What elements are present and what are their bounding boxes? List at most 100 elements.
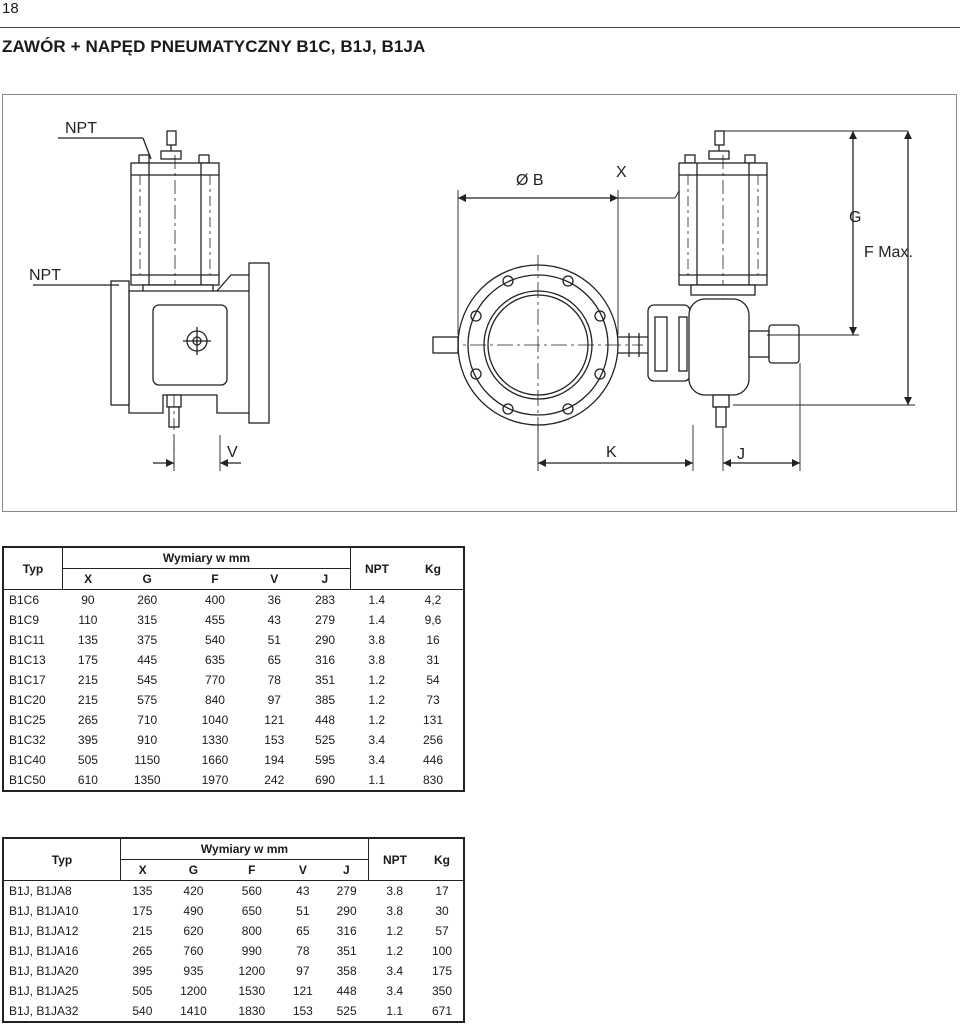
front-view — [432, 130, 915, 471]
technical-drawing: NPT NPT Ø B X G F Max. V K J — [2, 94, 957, 512]
table-cell: 525 — [315, 733, 336, 747]
table-cell: 620 — [183, 924, 204, 938]
table-cell: 265 — [77, 713, 98, 727]
table-cell: 448 — [336, 984, 357, 998]
table-cell: 770 — [204, 673, 225, 687]
cell-typ: B1J, B1JA25 — [9, 984, 79, 998]
cell-typ: B1J, B1JA12 — [9, 924, 79, 938]
table-cell: 175 — [132, 904, 153, 918]
cell-typ: B1C25 — [9, 713, 46, 727]
table-cell: 110 — [78, 613, 98, 627]
table-cell: 315 — [137, 613, 158, 627]
table-cell: 760 — [183, 944, 204, 958]
table-cell: 420 — [183, 884, 204, 898]
table-cell: 97 — [296, 964, 310, 978]
table-cell: 131 — [422, 713, 444, 727]
table-cell: 43 — [296, 884, 310, 898]
table-cell: 1.4 — [368, 613, 386, 627]
flange-bolt-holes — [470, 275, 606, 415]
header-dim-g: G — [113, 568, 182, 590]
cell-typ: B1J, B1JA10 — [9, 904, 79, 918]
header-group: Wymiary w mm — [120, 838, 369, 860]
cell-typ: B1J, B1JA16 — [9, 944, 79, 958]
table-cell: 215 — [77, 693, 98, 707]
table-cell: 3.4 — [386, 984, 404, 998]
table-cell: 1970 — [201, 773, 229, 787]
table-cell: 448 — [315, 713, 336, 727]
table-cell: 1200 — [238, 964, 266, 978]
table-cell: 3.8 — [368, 653, 386, 667]
table-cell: 175 — [431, 964, 453, 978]
cell-typ: B1C20 — [9, 693, 46, 707]
table-cell: 351 — [315, 673, 336, 687]
header-dim-f: F — [181, 568, 249, 590]
table-cell: 351 — [336, 944, 357, 958]
table-cell: 16 — [426, 633, 440, 647]
table-cell: 1.4 — [368, 593, 386, 607]
cell-typ: B1C9 — [9, 613, 40, 627]
table-cell: 121 — [292, 984, 313, 998]
table-cell: 1.2 — [386, 924, 404, 938]
header-dim-x: X — [62, 568, 114, 590]
table-cell: 1.1 — [368, 773, 386, 787]
table-cell: 316 — [336, 924, 357, 938]
cell-typ: B1C11 — [9, 633, 45, 647]
table-cell: 283 — [315, 593, 336, 607]
table-cell: 54 — [426, 673, 440, 687]
table-cell: 215 — [132, 924, 153, 938]
label-v: V — [227, 444, 238, 461]
header-rule — [0, 27, 960, 28]
table-cell: 97 — [267, 693, 281, 707]
table-cell: 153 — [264, 733, 285, 747]
header-typ: Typ — [3, 838, 121, 881]
cell-typ: B1C6 — [9, 593, 40, 607]
table-cell: 595 — [315, 753, 336, 767]
table-cell: 1.2 — [368, 673, 386, 687]
table-cell: 840 — [204, 693, 225, 707]
table-cell: 153 — [292, 1004, 313, 1018]
cell-typ: B1C13 — [9, 653, 46, 667]
table-cell: 175 — [77, 653, 98, 667]
table-cell: 1.2 — [368, 713, 386, 727]
label-k: K — [606, 444, 617, 461]
header-npt: NPT — [350, 547, 403, 590]
label-npt-left: NPT — [29, 267, 61, 284]
table-cell: 31 — [426, 653, 440, 667]
table-cell: 395 — [77, 733, 98, 747]
header-dim-f: F — [222, 859, 281, 881]
header-dim-v: V — [280, 859, 325, 881]
table-cell: 73 — [426, 693, 440, 707]
label-f-max: F Max. — [864, 244, 913, 261]
table-cell: 1410 — [180, 1004, 207, 1018]
table-cell: 279 — [315, 613, 336, 627]
header-dim-v: V — [248, 568, 300, 590]
table-cell: 1200 — [180, 984, 207, 998]
table-cell: 710 — [137, 713, 158, 727]
table-cell: 78 — [267, 673, 281, 687]
table-cell: 100 — [431, 944, 453, 958]
table-cell: 610 — [77, 773, 98, 787]
table-cell: 65 — [267, 653, 281, 667]
table-cell: 455 — [204, 613, 225, 627]
table-cell: 135 — [77, 633, 98, 647]
table-cell: 3.4 — [368, 733, 386, 747]
table-cell: 256 — [422, 733, 444, 747]
table-cell: 316 — [315, 653, 336, 667]
table-cell: 1.2 — [386, 944, 404, 958]
page-number: 18 — [2, 0, 19, 17]
table-cell: 1350 — [133, 773, 161, 787]
table-cell: 1530 — [238, 984, 266, 998]
table-cell: 3.8 — [368, 633, 386, 647]
header-kg: Kg — [421, 838, 464, 881]
